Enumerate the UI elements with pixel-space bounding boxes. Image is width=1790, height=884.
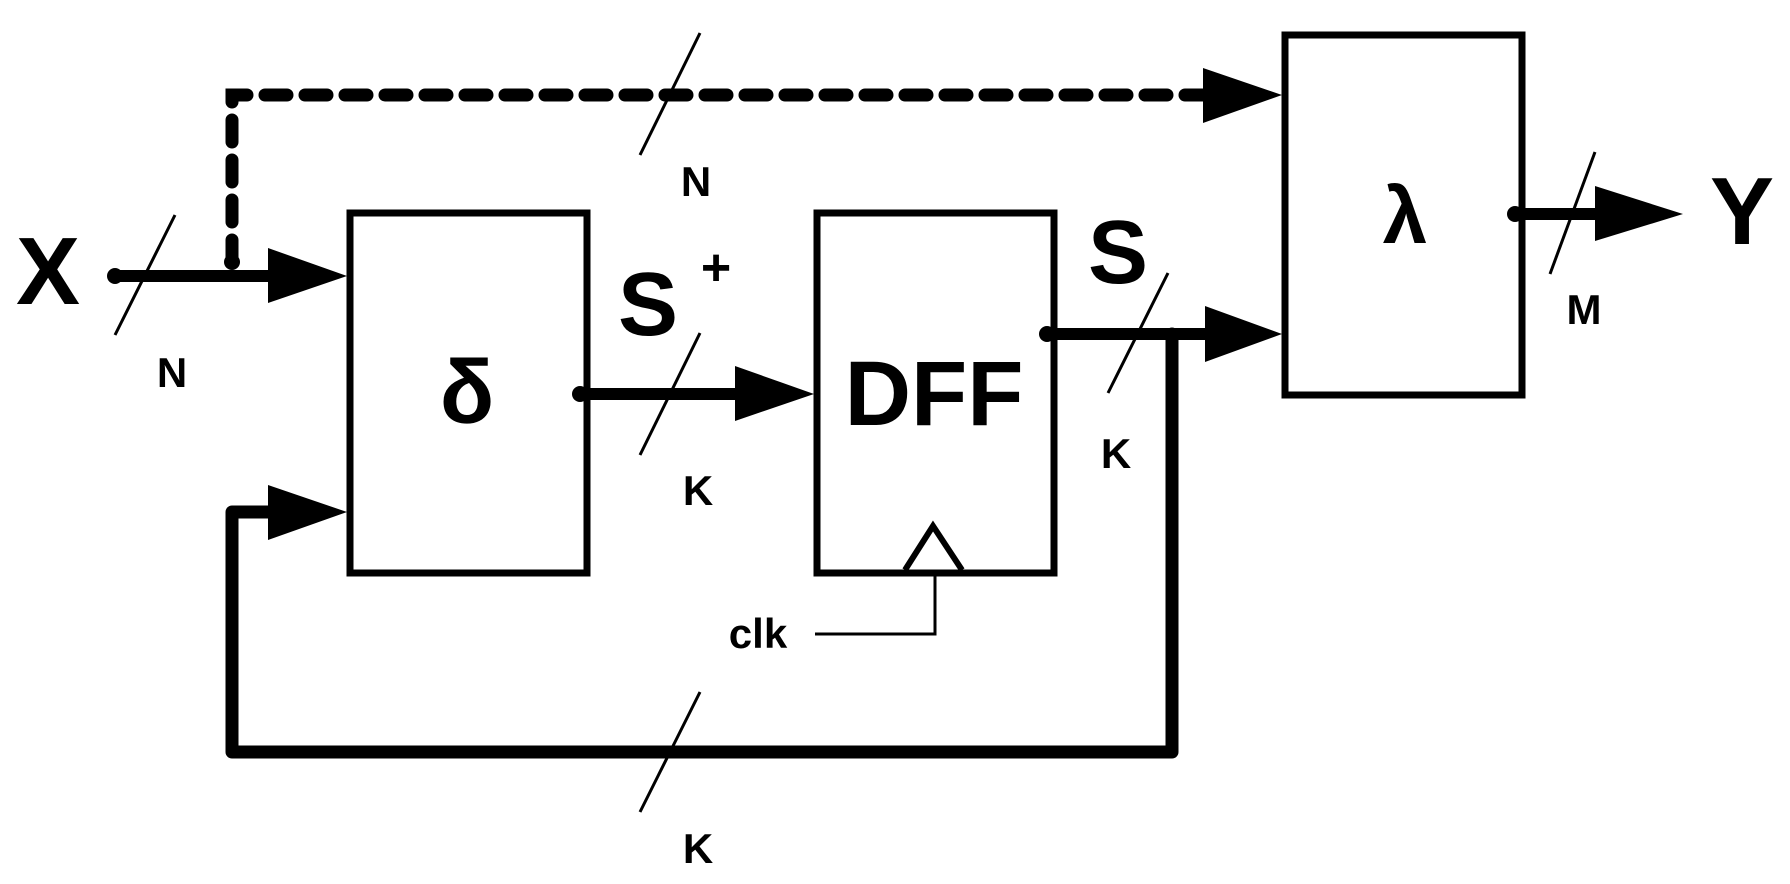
state-bus-slash	[1106, 272, 1170, 394]
bypass-arrowhead-icon	[1203, 68, 1282, 123]
feedback-bus-slash	[638, 691, 702, 813]
next-state-bus-slash	[638, 332, 702, 456]
feedback-wire	[225, 327, 1179, 759]
next-state-label: S	[618, 255, 678, 355]
state-arrowhead-icon	[1205, 306, 1282, 362]
next-state-arrowhead-icon	[735, 366, 814, 421]
bypass-dashed-wire	[225, 88, 1212, 269]
input-terminal-dot	[107, 268, 123, 284]
input-arrowhead-icon	[268, 248, 347, 303]
feedback-arrowhead-icon	[268, 485, 347, 540]
output-arrowhead-icon	[1595, 186, 1683, 241]
dff-label: DFF	[845, 343, 1024, 445]
clock-edge-icon	[902, 520, 965, 572]
delta-label: δ	[440, 343, 495, 443]
next-state-superscript: +	[701, 239, 731, 297]
next-state-bus-width: K	[683, 467, 713, 514]
clock-wire	[815, 572, 937, 636]
lambda-label: λ	[1383, 171, 1428, 260]
clock-label: clk	[729, 610, 788, 657]
state-bus-width: K	[1101, 430, 1131, 477]
state-label: S	[1088, 203, 1148, 303]
input-x-label: X	[16, 218, 80, 325]
dff-output-dot	[1039, 326, 1055, 342]
bypass-junction-dot	[224, 254, 240, 270]
lambda-output-dot	[1507, 206, 1523, 222]
input-bus-width: N	[157, 349, 187, 396]
output-bus-slash	[1548, 151, 1597, 275]
input-bus-slash	[113, 214, 177, 336]
feedback-bus-width: K	[683, 825, 713, 872]
bypass-bus-width: N	[681, 158, 711, 205]
output-y-label: Y	[1710, 158, 1774, 265]
output-bus-width: M	[1567, 286, 1602, 333]
bypass-bus-slash	[638, 32, 702, 156]
delta-output-dot	[572, 386, 588, 402]
